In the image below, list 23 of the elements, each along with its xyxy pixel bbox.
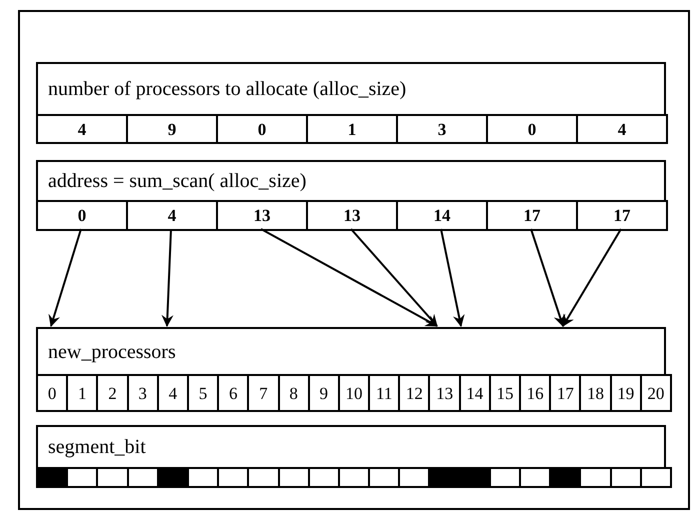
array-header: number of processors to allocate (alloc_size) — [36, 62, 666, 116]
arrow — [440, 228, 465, 327]
array-header: segment_bit — [36, 425, 666, 469]
arrow — [48, 228, 82, 327]
arrow — [530, 228, 566, 327]
bit-cell — [640, 467, 672, 488]
array-cell: 0 — [36, 374, 68, 412]
arrow — [260, 228, 438, 327]
array-header: new_processors — [36, 327, 666, 376]
arrow — [161, 228, 174, 327]
bit-cell — [549, 467, 582, 488]
bit-cell — [458, 467, 491, 488]
arrow — [350, 228, 438, 327]
bit-cell — [428, 467, 461, 488]
array-cell: 4 — [576, 114, 668, 144]
array-cell: 0 — [36, 200, 128, 231]
bit-cell — [156, 467, 189, 488]
array-cell: 4 — [36, 114, 128, 144]
array-cell: 17 — [576, 200, 668, 231]
array-cell: 20 — [640, 374, 672, 412]
arrow — [562, 228, 622, 327]
bit-cell — [36, 467, 68, 488]
array-header: address = sum_scan( alloc_size) — [36, 160, 666, 202]
